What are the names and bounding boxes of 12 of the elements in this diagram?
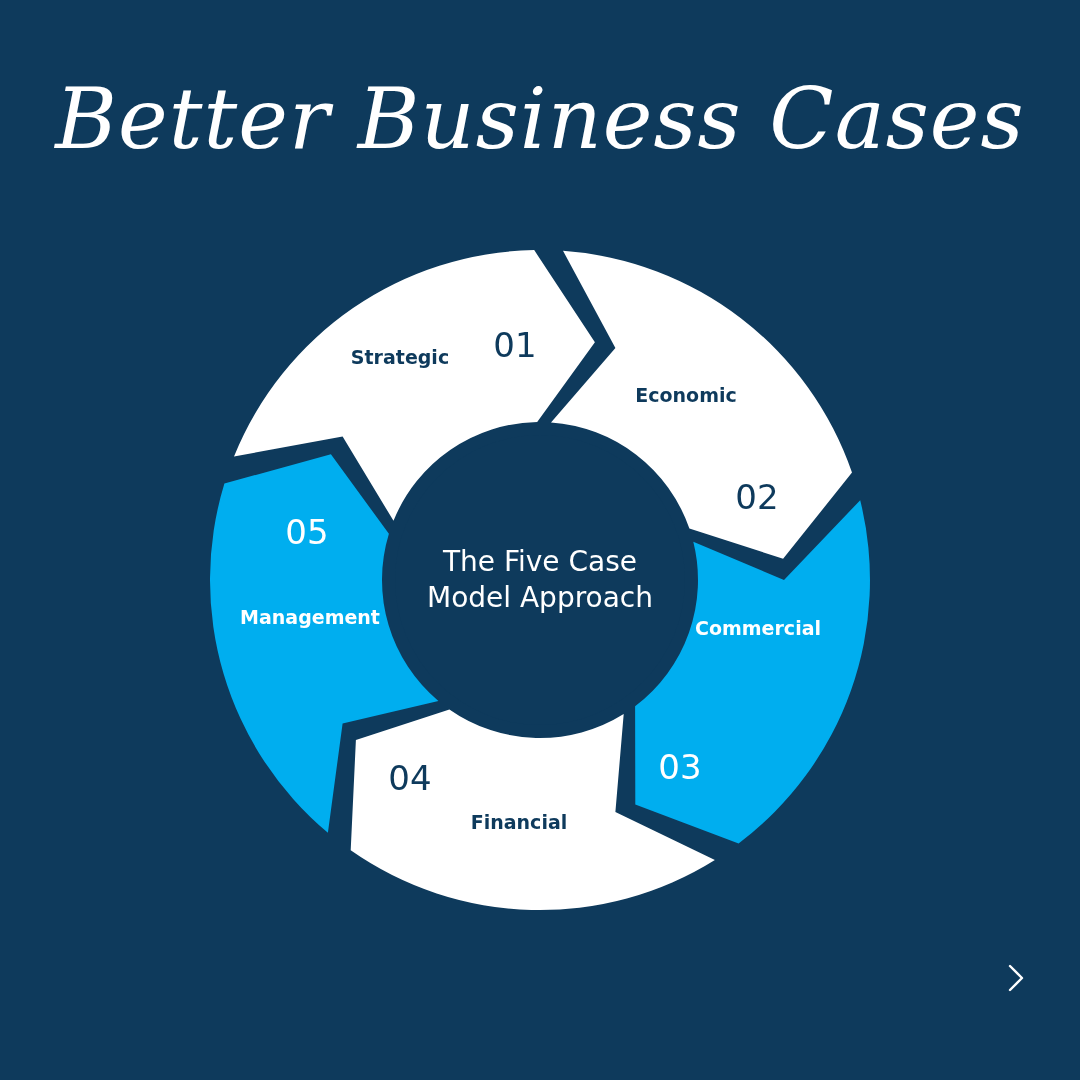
segment-label: Management xyxy=(240,606,380,628)
segment-label: Economic xyxy=(635,384,737,406)
step-number: 04 xyxy=(388,758,432,798)
segment-label: Commercial xyxy=(695,617,821,639)
title: Better Business Cases xyxy=(55,70,1025,168)
step-number: 02 xyxy=(735,477,779,517)
step-number: 03 xyxy=(658,747,702,787)
step-number: 05 xyxy=(285,512,329,552)
center-text: The Five Case Model Approach xyxy=(426,543,654,616)
segment-label: Strategic xyxy=(350,346,450,368)
segment-label: Financial xyxy=(470,811,568,833)
step-number: 01 xyxy=(493,325,537,365)
